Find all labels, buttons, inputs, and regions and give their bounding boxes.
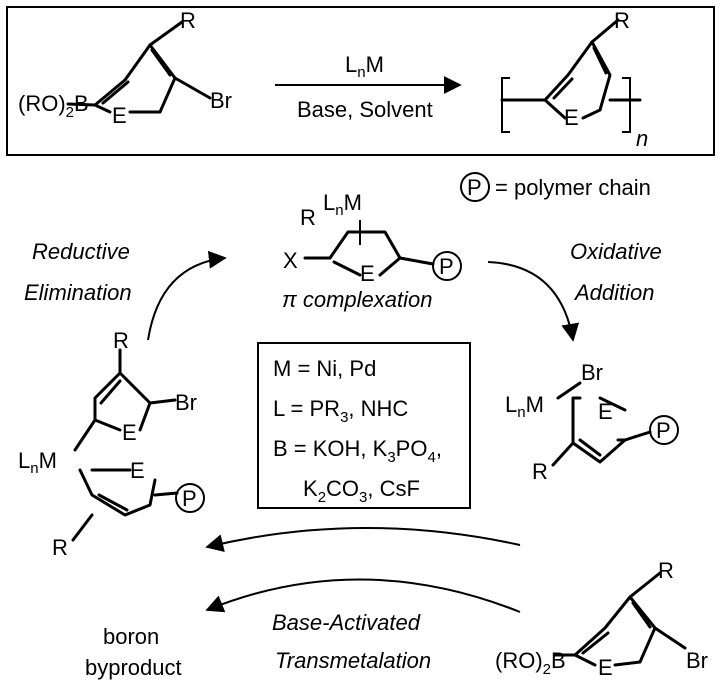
conditions-line-3: B = KOH, K3PO4, — [273, 436, 442, 466]
re-label-2: Elimination — [24, 280, 132, 305]
legend-symbol: P — [467, 175, 482, 200]
re-precursor: P R Br E LnM E R — [18, 328, 205, 560]
incoming-r: R — [658, 558, 674, 583]
top-polymer-n: n — [636, 126, 648, 151]
legend-text: = polymer chain — [495, 175, 651, 200]
top-polymer: R E n — [500, 8, 648, 151]
re-metal: LnM — [18, 448, 57, 477]
arrow-tm-upper — [205, 527, 521, 552]
conditions-line-4: K2CO3, CsF — [303, 476, 420, 506]
re-e-top: E — [122, 420, 137, 445]
conditions-line-2: L = PR3, NHC — [273, 396, 408, 426]
top-conditions: Base, Solvent — [297, 97, 433, 122]
tm-label-1: Base-Activated — [272, 610, 421, 635]
byproduct-1: boron — [103, 624, 159, 649]
top-monomer-boron: (RO)2B — [18, 91, 89, 121]
pi-complex: P X E R LnM π complexation — [282, 190, 462, 312]
oa-br: Br — [581, 360, 603, 385]
incoming-e: E — [598, 655, 613, 680]
re-br: Br — [175, 390, 197, 415]
pi-complex-caption: π complexation — [282, 287, 432, 312]
oa-e: E — [598, 399, 613, 424]
conditions-box: M = Ni, Pd L = PR3, NHC B = KOH, K3PO4, … — [257, 342, 471, 509]
top-polymer-e: E — [564, 105, 579, 130]
conditions-line-1: M = Ni, Pd — [273, 356, 376, 381]
arrow-re-to-pi — [147, 250, 227, 341]
re-p: P — [182, 486, 197, 511]
oa-label-1: Oxidative — [570, 239, 662, 264]
top-monomer-e: E — [112, 103, 127, 128]
pi-complex-metal: LnM — [323, 190, 362, 219]
oa-p: P — [656, 418, 671, 443]
tm-label-2: Transmetalation — [275, 648, 431, 673]
top-monomer: R E Br (RO)2B — [18, 8, 232, 128]
re-r-bottom: R — [52, 535, 68, 560]
top-polymer-r: R — [614, 8, 630, 33]
arrow-pi-to-oa — [487, 261, 580, 342]
top-monomer-r: R — [180, 8, 196, 33]
arrow-tm-lower — [205, 578, 521, 613]
top-reagent-label: LnM — [345, 52, 384, 81]
re-e-bottom: E — [130, 458, 145, 483]
incoming-monomer: R E Br (RO)2B — [495, 558, 708, 680]
incoming-boron: (RO)2B — [495, 648, 566, 678]
incoming-br: Br — [686, 648, 708, 673]
oa-label-2: Addition — [573, 280, 655, 305]
oa-product: P Br LnM E R — [505, 360, 679, 484]
oa-metal: LnM — [505, 392, 544, 421]
top-scheme-box — [6, 6, 715, 156]
re-r-top: R — [113, 328, 129, 353]
byproduct-2: byproduct — [85, 655, 182, 680]
pi-complex-x: X — [283, 248, 298, 273]
pi-complex-r: R — [300, 205, 316, 230]
oa-r: R — [532, 459, 548, 484]
pi-complex-e: E — [360, 261, 375, 286]
pi-complex-p: P — [439, 254, 454, 279]
re-label-1: Reductive — [32, 239, 130, 264]
top-monomer-br: Br — [210, 88, 232, 113]
polymer-legend: P = polymer chain — [460, 172, 651, 202]
